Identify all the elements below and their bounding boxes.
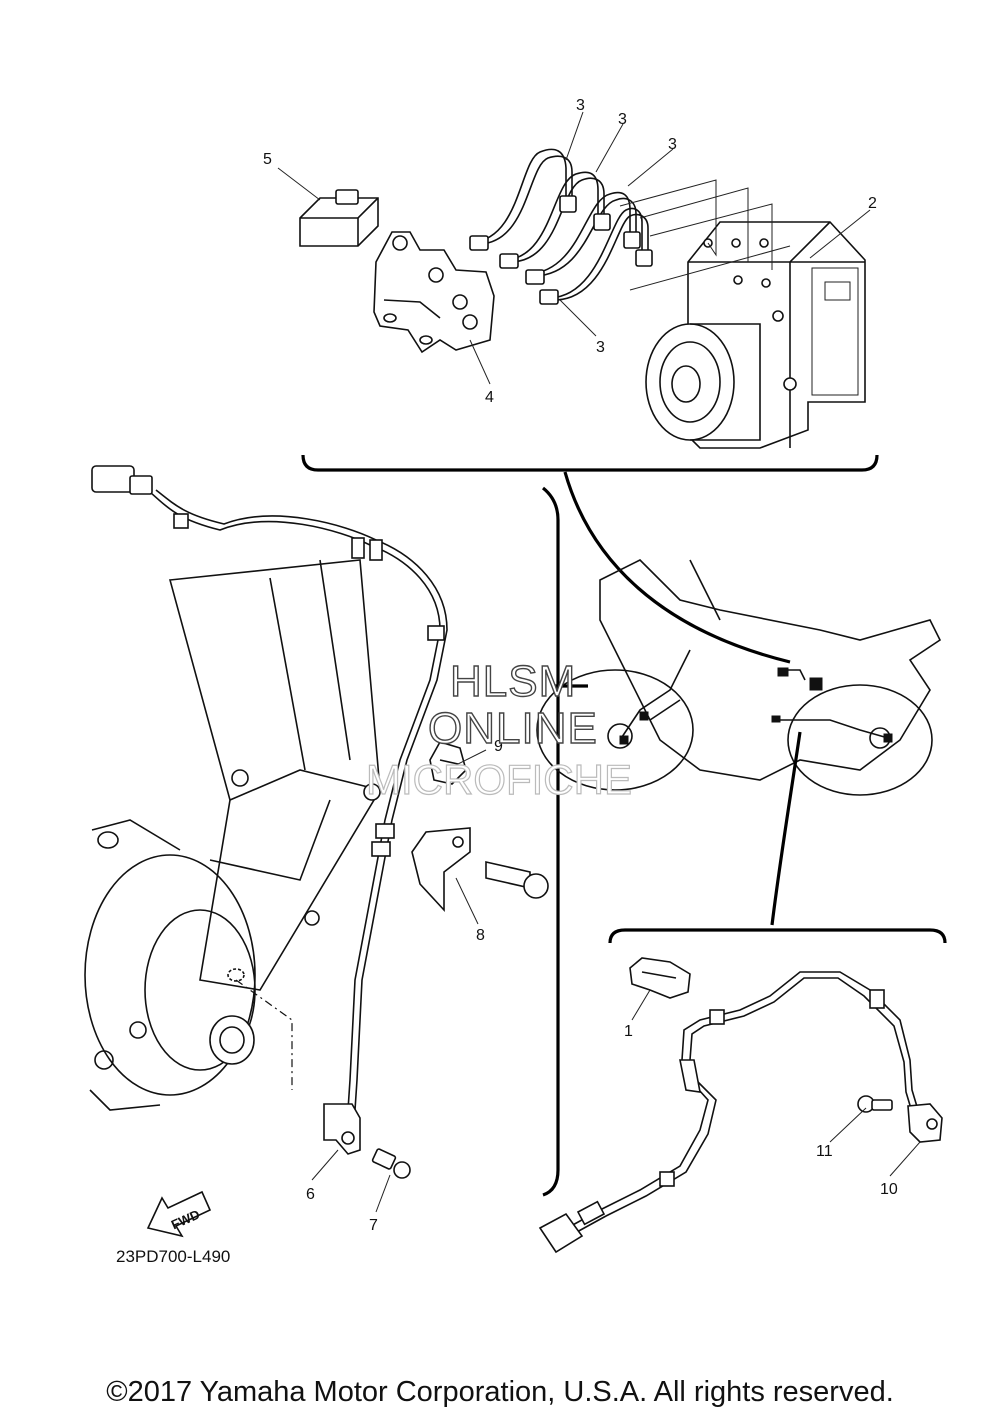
- leader-to-rear-sensor: [770, 731, 802, 926]
- front-wheel-sensor: [323, 1103, 361, 1155]
- brake-pipes: [469, 148, 791, 305]
- rear-wheel-sensor: [907, 1103, 943, 1143]
- callout-9: 9: [494, 738, 503, 755]
- watermark-line-2: ONLINE: [428, 704, 598, 753]
- front-wheel-sensor-lead: [91, 465, 448, 1111]
- callout-10: 10: [880, 1181, 898, 1198]
- watermark-line-3: MICROFICHE: [366, 756, 632, 803]
- clamp-9: [429, 741, 467, 785]
- leader-to-abs-location: [563, 471, 791, 664]
- callout-6: 6: [306, 1186, 315, 1203]
- abs-hydraulic-unit: [645, 221, 866, 449]
- callout-11: 11: [816, 1143, 833, 1160]
- clamp-1: [629, 957, 691, 999]
- rear-sensor-lead: [538, 971, 919, 1254]
- section-divider-top: [301, 454, 879, 472]
- front-fork-and-wheel: [84, 559, 381, 1111]
- callout-3-top-left: 3: [576, 97, 585, 114]
- callout-5: 5: [263, 151, 272, 168]
- forward-direction-arrow: FWD: [146, 1190, 212, 1238]
- motorcycle-silhouette: [536, 559, 942, 796]
- watermark-line-1: HLSM: [450, 657, 576, 706]
- callout-3-top-middle: 3: [618, 111, 627, 128]
- callout-3-bottom: 3: [596, 339, 605, 356]
- callout-4: 4: [485, 389, 494, 406]
- bracket-8: [411, 827, 549, 913]
- sensor-bolt-11: [857, 1095, 893, 1113]
- callout-1: 1: [624, 1023, 633, 1040]
- section-divider-vertical: [541, 486, 560, 1197]
- callout-8: 8: [476, 927, 485, 944]
- callout-2: 2: [868, 195, 877, 212]
- sensor-bolt-7: [371, 1148, 411, 1179]
- copyright-notice: ©2017 Yamaha Motor Corporation, U.S.A. A…: [106, 1376, 894, 1408]
- brake-pipe-joint: [373, 231, 495, 354]
- connector-part-5: [299, 189, 379, 247]
- section-divider-rear: [608, 928, 947, 944]
- callout-3-top-right: 3: [668, 136, 677, 153]
- drawing-code: 23PD700-L490: [116, 1247, 230, 1266]
- callout-7: 7: [369, 1217, 378, 1234]
- callout-leaders: [277, 111, 921, 1213]
